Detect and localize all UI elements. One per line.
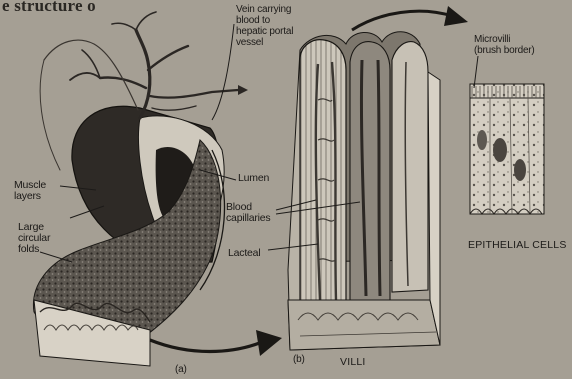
label-microvilli-line-2: (brush border): [474, 45, 535, 56]
label-lacteal: Lacteal: [228, 248, 260, 259]
villi-block: [288, 32, 440, 350]
label-figure-b: (b): [293, 354, 305, 365]
label-lumen: Lumen: [238, 173, 269, 184]
vessel-arrow: [238, 85, 248, 95]
label-capillaries-line-2: capillaries: [226, 213, 271, 224]
label-vein-line-3: hepatic portal: [236, 26, 293, 37]
label-microvilli: Microvilli (brush border): [474, 34, 535, 56]
label-vein-line-1: Vein carrying: [236, 4, 293, 15]
label-blood-capillaries: Blood capillaries: [226, 202, 271, 224]
page-heading-fragment: e structure o: [2, 0, 96, 16]
label-vein-line-2: blood to: [236, 15, 293, 26]
label-muscle-line-2: layers: [14, 191, 46, 202]
label-epithelial-cells: EPITHELIAL CELLS: [468, 240, 567, 251]
label-villi: VILLI: [340, 357, 366, 368]
label-muscle-layers: Muscle layers: [14, 180, 46, 202]
label-figure-a: (a): [175, 364, 187, 375]
label-large-circular-folds: Large circular folds: [18, 222, 50, 255]
top-curved-arrow: [352, 6, 468, 30]
label-vein-line-4: vessel: [236, 37, 293, 48]
label-vein: Vein carrying blood to hepatic portal ve…: [236, 4, 293, 48]
epithelial-cells-panel: [470, 84, 544, 214]
bottom-curved-arrow: [150, 330, 282, 356]
intestine-section: [33, 106, 224, 366]
label-folds-line-3: folds: [18, 244, 50, 255]
label-microvilli-line-1: Microvilli: [474, 34, 535, 45]
